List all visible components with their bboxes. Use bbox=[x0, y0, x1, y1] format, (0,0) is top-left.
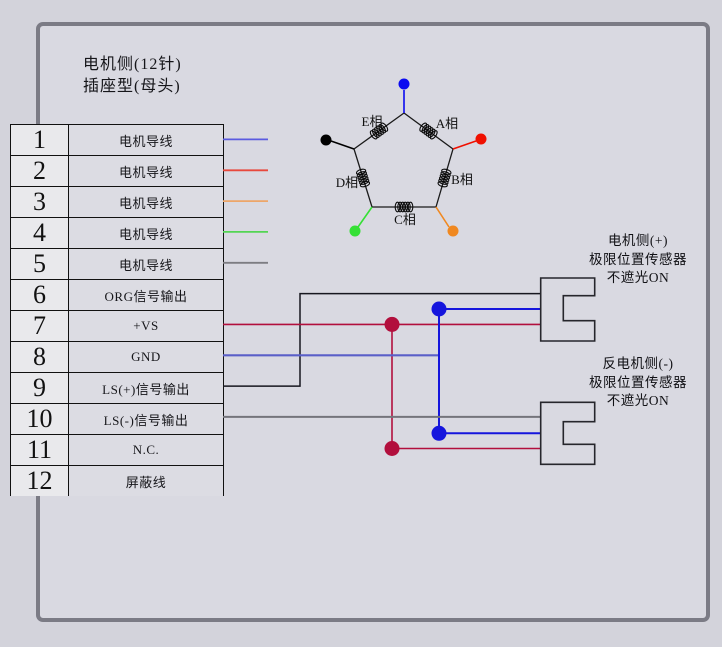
upper-sensor-line-1: 电机侧(+) bbox=[607, 233, 669, 248]
pin-label: LS(+)信号输出 bbox=[69, 373, 223, 404]
pin-label: 电机导线 bbox=[69, 156, 223, 187]
upper-sensor-label: 电机侧(+) 极限位置传感器 不遮光ON bbox=[568, 232, 708, 288]
pin-label: GND bbox=[69, 342, 223, 373]
lower-sensor-label: 反电机侧(-) 极限位置传感器 不遮光ON bbox=[568, 355, 708, 411]
upper-sensor-line-3: 不遮光ON bbox=[606, 270, 670, 285]
pin-label: ORG信号输出 bbox=[69, 280, 223, 311]
pin-label: 电机导线 bbox=[69, 125, 223, 156]
pin-number: 6 bbox=[11, 280, 69, 311]
pin-table: 1 电机导线 2 电机导线 3 电机导线 4 电机导线 5 电机导线 6 ORG… bbox=[10, 124, 224, 496]
pin-number: 9 bbox=[11, 373, 69, 404]
lower-sensor-line-3: 不遮光ON bbox=[606, 393, 670, 408]
pin-number: 5 bbox=[11, 249, 69, 280]
pin-label: LS(-)信号输出 bbox=[69, 404, 223, 435]
pin-number: 12 bbox=[11, 466, 69, 496]
pin-number: 8 bbox=[11, 342, 69, 373]
pin-number: 10 bbox=[11, 404, 69, 435]
pin-label: 电机导线 bbox=[69, 249, 223, 280]
lower-sensor-line-1: 反电机侧(-) bbox=[602, 356, 674, 371]
pin-number: 2 bbox=[11, 156, 69, 187]
pin-label: 电机导线 bbox=[69, 218, 223, 249]
pin-number: 4 bbox=[11, 218, 69, 249]
pin-label: 屏蔽线 bbox=[69, 466, 223, 496]
diagram-title: 电机侧(12针) 插座型(母头) bbox=[83, 54, 182, 98]
pin-label: 电机导线 bbox=[69, 187, 223, 218]
pin-label: N.C. bbox=[69, 435, 223, 466]
pin-number: 7 bbox=[11, 311, 69, 342]
pin-number: 11 bbox=[11, 435, 69, 466]
pin-number: 1 bbox=[11, 125, 69, 156]
title-line-2: 插座型(母头) bbox=[83, 78, 181, 95]
lower-sensor-line-2: 极限位置传感器 bbox=[589, 374, 687, 390]
upper-sensor-line-2: 极限位置传感器 bbox=[589, 251, 687, 267]
pin-number: 3 bbox=[11, 187, 69, 218]
title-line-1: 电机侧(12针) bbox=[83, 56, 182, 73]
pin-label: +VS bbox=[69, 311, 223, 342]
